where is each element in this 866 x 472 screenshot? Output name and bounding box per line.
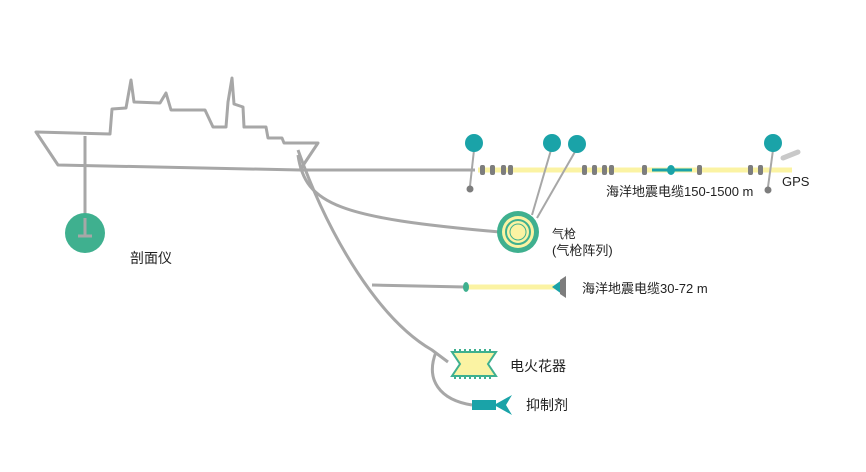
streamer-node (609, 165, 614, 175)
buoy-head-1 (465, 134, 483, 152)
airgun-array (497, 211, 539, 253)
streamer-short-label: 海洋地震电缆30-72 m (582, 281, 708, 296)
streamer-node (642, 165, 647, 175)
streamer-long-tail (780, 149, 801, 161)
airgun-ring (505, 219, 531, 245)
suppressor-tail (494, 395, 512, 415)
streamer-node (490, 165, 495, 175)
streamer-mid-node (667, 165, 675, 175)
sparker-label: 电火花器 (510, 358, 566, 374)
buoy-head-3 (568, 135, 586, 153)
streamer-long-mid (652, 165, 692, 175)
streamer-long-label: 海洋地震电缆150-1500 m (606, 184, 753, 199)
streamer-node (582, 165, 587, 175)
streamer-node (501, 165, 506, 175)
gps-label: GPS (782, 174, 810, 189)
streamer-short-tail-cap (560, 276, 566, 298)
ship-outline (34, 76, 320, 172)
streamer-node (758, 165, 763, 175)
streamer-node (748, 165, 753, 175)
tow-line-suppressor (430, 351, 473, 407)
streamer-long-nodes (480, 165, 763, 175)
buoy-line (767, 149, 774, 188)
airgun-label-1: 气枪 (552, 226, 576, 241)
buoy-line (469, 149, 475, 187)
tow-line-main (296, 149, 449, 364)
buoy-head-4 (764, 134, 782, 152)
sparker-body (450, 351, 498, 377)
tow-line-airgun (296, 154, 501, 234)
buoys (465, 134, 782, 219)
streamer-node (592, 165, 597, 175)
buoy-line (531, 149, 552, 216)
buoy-weight-4 (764, 186, 772, 194)
airgun-core (509, 223, 527, 241)
tow-line-streamer-short (371, 283, 466, 289)
buoy-line (536, 149, 577, 219)
sparker-device (450, 349, 498, 379)
buoy-weight-1 (466, 185, 474, 193)
suppressor-device (472, 395, 512, 415)
suppressor-body (472, 400, 496, 410)
streamer-node (508, 165, 513, 175)
streamer-short-head (463, 282, 469, 292)
profiler-label: 剖面仪 (130, 250, 172, 266)
airgun-label-2: (气枪阵列) (552, 243, 613, 258)
suppressor-label: 抑制剂 (526, 397, 568, 413)
streamer-node (697, 165, 702, 175)
buoy-head-2 (543, 134, 561, 152)
streamer-node (602, 165, 607, 175)
streamer-node (480, 165, 485, 175)
